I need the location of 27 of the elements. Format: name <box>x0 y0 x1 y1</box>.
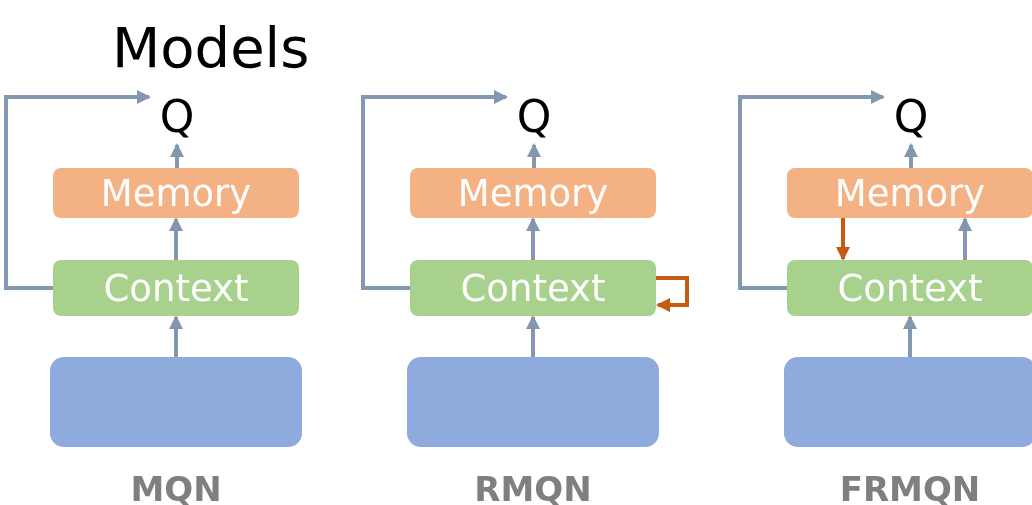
arrow <box>526 217 540 260</box>
arrow <box>656 276 689 312</box>
context-box: Context <box>410 260 656 316</box>
output-label: Q <box>151 88 203 144</box>
context-box: Context <box>53 260 299 316</box>
arrow <box>958 217 972 260</box>
memory-box: Memory <box>410 168 656 218</box>
input-block <box>50 357 302 447</box>
arrow <box>170 143 184 168</box>
arrow <box>904 143 918 168</box>
input-block <box>407 357 659 447</box>
arrow <box>836 218 850 261</box>
output-label: Q <box>508 88 560 144</box>
title: Models <box>112 14 310 82</box>
arrow <box>169 217 183 260</box>
arrow <box>527 143 541 168</box>
context-box: Context <box>787 260 1032 316</box>
arrow <box>738 90 885 290</box>
arrow <box>903 315 917 357</box>
memory-box: Memory <box>787 168 1032 218</box>
memory-box: Memory <box>53 168 299 218</box>
input-block <box>784 357 1032 447</box>
arrow <box>4 90 151 290</box>
arrow <box>169 315 183 357</box>
arrow <box>526 315 540 357</box>
arrow <box>361 90 508 290</box>
output-label: Q <box>885 88 937 144</box>
